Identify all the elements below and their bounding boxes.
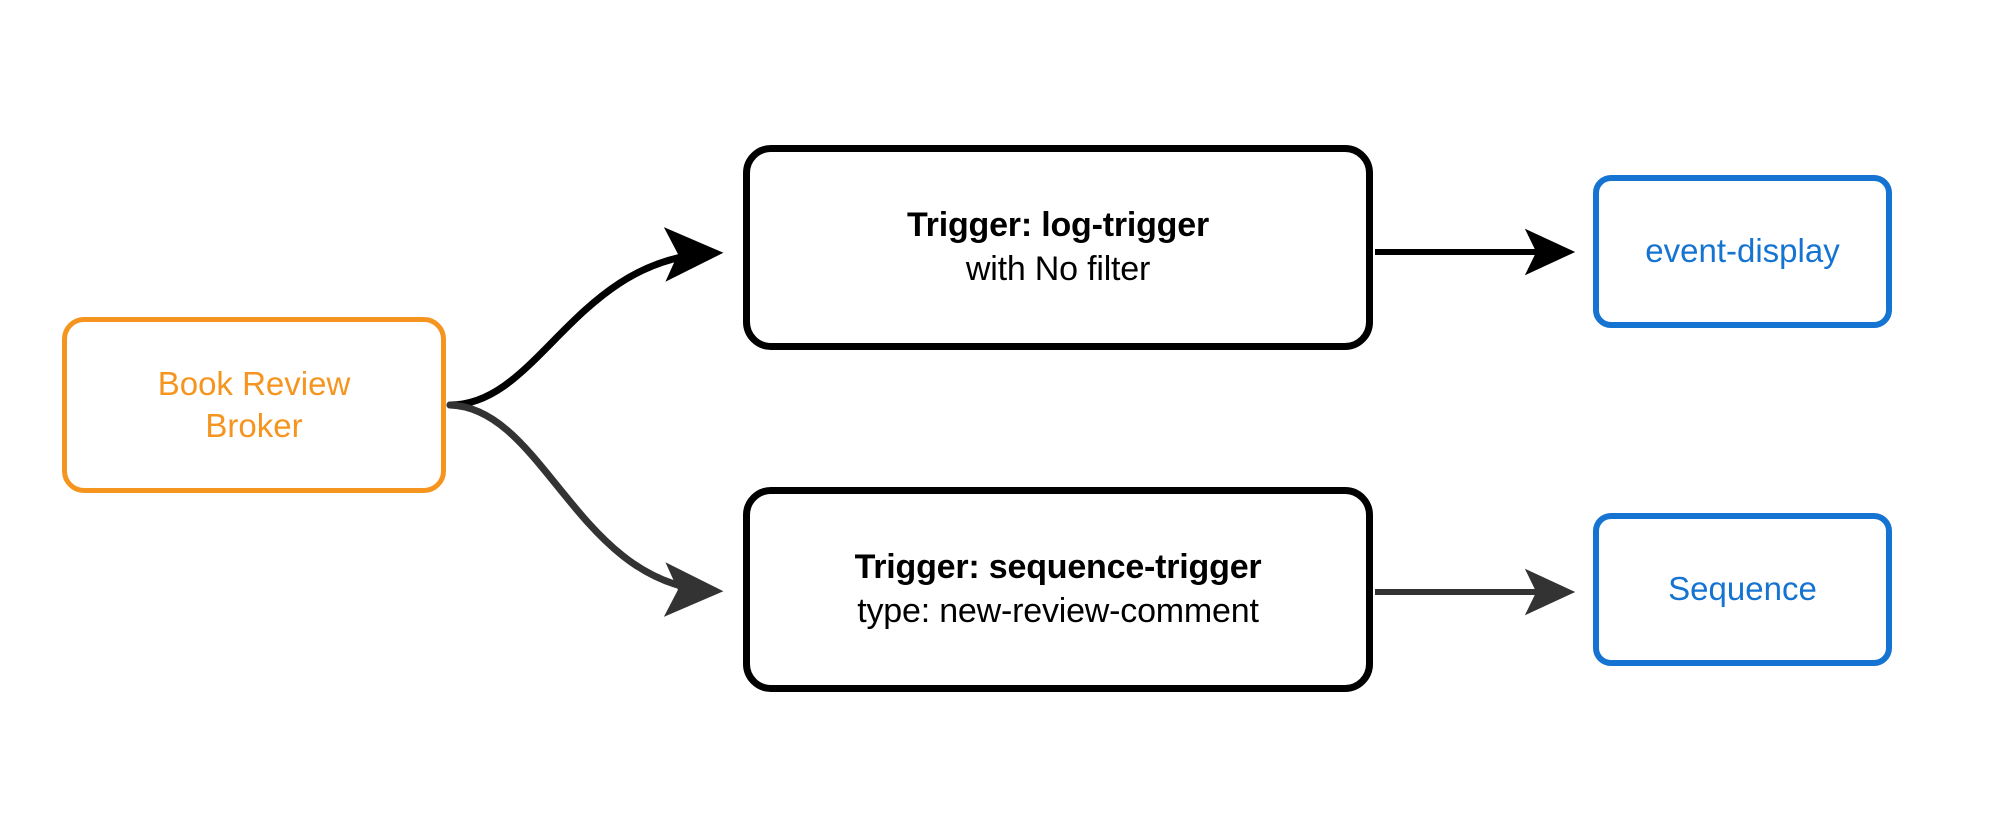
sequence-trigger-subtitle: type: new-review-comment — [857, 591, 1259, 630]
edge-broker-to-log-trigger — [446, 227, 724, 409]
node-sequence-trigger[interactable]: Trigger: sequence-trigger type: new-revi… — [743, 487, 1373, 692]
log-trigger-subtitle: with No filter — [965, 249, 1151, 288]
sequence-label: Sequence — [1668, 570, 1817, 608]
edge-broker-to-sequence-trigger — [446, 401, 724, 617]
node-sequence[interactable]: Sequence — [1593, 513, 1892, 666]
broker-label-line2: Broker — [205, 407, 303, 444]
node-event-display[interactable]: event-display — [1593, 175, 1892, 328]
node-log-trigger[interactable]: Trigger: log-trigger with No filter — [743, 145, 1373, 350]
node-book-review-broker[interactable]: Book Review Broker — [62, 317, 446, 493]
broker-label-line1: Book Review — [157, 364, 351, 402]
event-display-label: event-display — [1645, 232, 1840, 270]
log-trigger-title: Trigger: log-trigger — [906, 205, 1209, 244]
sequence-trigger-title: Trigger: sequence-trigger — [854, 547, 1262, 586]
